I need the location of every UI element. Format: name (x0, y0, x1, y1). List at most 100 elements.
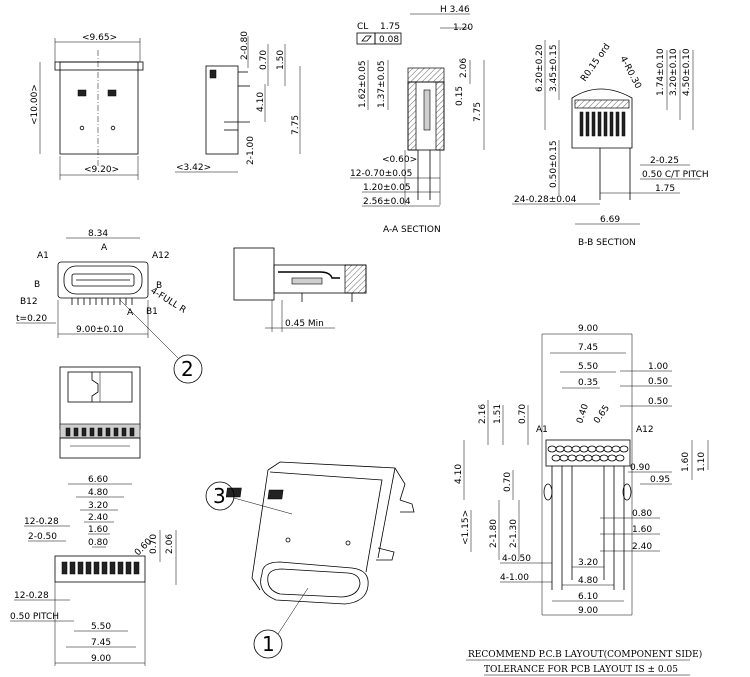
pcb-a1: A1 (536, 425, 548, 435)
balloon-1-label: 1 (262, 632, 275, 656)
balloon-3-label: 3 (213, 484, 226, 508)
front-width: 8.34 (88, 229, 108, 239)
section-bb: 6.20±0.20 3.45±0.15 R0.15 ord 4-R0.30 1.… (512, 40, 709, 248)
bv-pads (61, 561, 140, 575)
front-a1: A1 (37, 251, 49, 261)
bb-v4: 3.20±0.10 (669, 48, 679, 96)
bottom-width-dim: <9.20> (84, 165, 119, 175)
pcb-l4100: 4-1.00 (500, 573, 529, 583)
side-view: 2-0.80 0.70 1.50 4.10 7.75 2-1.00 <3.42> (175, 31, 301, 173)
pcb-d040: 0.40 (575, 403, 591, 425)
detail-view: 0.45 Min (233, 247, 367, 332)
pcb-l216: 2.16 (478, 404, 488, 424)
front-a12: A12 (152, 251, 170, 261)
pcb-a12: A12 (636, 425, 654, 435)
bv-d8: 2-0.50 (28, 532, 57, 542)
bv-pitch: 0.50 PITCH (10, 612, 59, 622)
pcb-b900: 9.00 (578, 606, 598, 616)
aa-w4: 2.56±0.04 (363, 197, 411, 207)
aa-cl-val: 1.75 (380, 22, 400, 32)
bb-v3: 1.74±0.10 (656, 48, 666, 96)
balloon-3: 3 (205, 481, 293, 515)
balloon-2-label: 2 (181, 357, 194, 381)
pcb-b320: 3.20 (578, 558, 598, 568)
bv-d11: 2.06 (165, 534, 175, 554)
pcb-r240: 2.40 (632, 542, 652, 552)
pcb-r080: 0.80 (632, 509, 652, 519)
bv-d14: 7.45 (91, 638, 111, 648)
bv-d4: 2.40 (88, 513, 108, 523)
aa-height: H 3.46 (440, 5, 470, 15)
pcb-w035: 0.35 (578, 378, 598, 388)
bb-v5: 4.50±0.10 (682, 48, 692, 96)
pcb-w745: 7.45 (578, 343, 598, 353)
top-height-dim: <10.00> (30, 84, 40, 125)
aa-v4: 0.15 (455, 86, 465, 106)
pcb-r090: 0.90 (630, 463, 650, 473)
pcb-l070b: 0.70 (503, 472, 513, 492)
pcb-pad-row (547, 445, 629, 462)
pcb-r095: 0.95 (650, 475, 670, 485)
balloon-2: 2 (173, 354, 203, 384)
rear-view (59, 366, 141, 459)
bb-d1: 2-0.25 (650, 156, 679, 166)
bv-d3: 3.20 (88, 501, 108, 511)
pcb-b610: 6.10 (578, 592, 598, 602)
front-b1: B1 (146, 307, 158, 317)
front-t: t=0.20 (16, 314, 47, 324)
front-view: 8.34 A A1 A12 B B B12 B1 A 4-FULL R t=0.… (16, 229, 188, 359)
pcb-l180: 2-1.80 (489, 519, 499, 548)
pcb-l410: 4.10 (454, 464, 464, 484)
pcb-b480: 4.80 (578, 576, 598, 586)
aa-w3: 1.20±0.05 (363, 183, 411, 193)
aa-v5: 7.75 (473, 102, 483, 122)
bv-d5: 1.60 (88, 525, 108, 535)
top-view: <9.65> <10.00> <9.20> (30, 33, 144, 180)
bb-r: R0.15 ord (579, 42, 612, 84)
pcb-l151: 1.51 (493, 404, 503, 424)
pcb-l070: 0.70 (518, 404, 528, 424)
bv-d7: 12-0.28 (24, 517, 59, 527)
front-w: 9.00±0.10 (76, 325, 124, 335)
front-b12: B12 (20, 297, 38, 307)
bb-caption: B-B SECTION (578, 238, 636, 248)
bv-d6: 0.80 (88, 538, 108, 548)
front-b-right: B (156, 281, 162, 291)
aa-w1: <0.60> (382, 155, 417, 165)
bottom-view: 6.60 4.80 3.20 2.40 1.60 0.80 12-0.28 2-… (10, 475, 177, 666)
pcb-w550: 5.50 (578, 362, 598, 372)
pcb-w900: 9.00 (578, 324, 598, 334)
side-dim-2: 0.70 (259, 50, 269, 70)
side-dim-4: 4.10 (256, 92, 266, 112)
aa-w2: 12-0.70±0.05 (350, 169, 412, 179)
side-dim-1: 2-0.80 (240, 31, 250, 60)
pcb-layout: 9.00 7.45 5.50 0.35 0.40 0.65 1.00 0.50 … (454, 324, 709, 676)
aa-v1: 1.62±0.05 (358, 60, 368, 108)
pcb-r100: 1.00 (648, 362, 668, 372)
front-b-left: B (34, 280, 40, 290)
bb-r2: 4-R0.30 (617, 55, 643, 91)
bb-pitch: 0.50 C/T PITCH (642, 170, 709, 180)
side-thickness-dim: <3.42> (176, 163, 211, 173)
pcb-r110: 1.10 (697, 452, 707, 472)
rear-contacts (65, 427, 135, 437)
aa-caption: A-A SECTION (383, 225, 441, 235)
bv-d13: 5.50 (91, 622, 111, 632)
bb-d4: 6.69 (600, 215, 620, 225)
pcb-l115: <1.15> (461, 510, 471, 545)
side-dim-3: 1.50 (276, 50, 286, 70)
bb-v6: 0.50±0.15 (549, 140, 559, 188)
front-a-bottom: A (127, 308, 134, 318)
pcb-r050b: 0.50 (648, 397, 668, 407)
balloon-1: 1 (253, 587, 309, 659)
section-aa: H 3.46 CL 1.75 0.08 1.20 1.62±0.05 1.37±… (350, 5, 485, 235)
aa-v2: 1.37±0.05 (377, 60, 387, 108)
pcb-tolerance: TOLERANCE FOR PCB LAYOUT IS ± 0.05 (484, 665, 678, 675)
aa-cl: CL (357, 22, 368, 32)
pcb-r050a: 0.50 (648, 377, 668, 387)
aa-flatness: 0.08 (379, 35, 399, 45)
pcb-l130: 2-1.30 (509, 519, 519, 548)
bb-v1: 6.20±0.20 (535, 44, 545, 92)
front-leads (71, 298, 133, 305)
